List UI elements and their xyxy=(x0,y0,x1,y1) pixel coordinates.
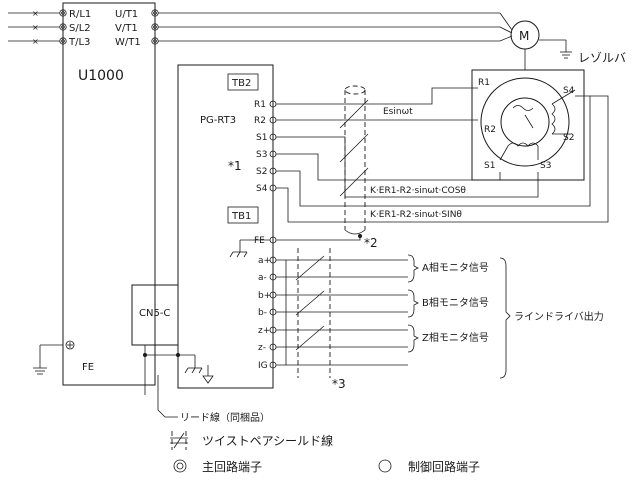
control-terminal-legend-icon xyxy=(378,459,392,473)
ig-ground-icon xyxy=(202,375,214,384)
motor-lines xyxy=(158,12,513,42)
monitor-cable-shield xyxy=(297,248,331,378)
shield-bottom xyxy=(344,229,366,235)
shield-top xyxy=(344,85,366,95)
input-s-label: S/L2 xyxy=(69,23,91,34)
resolver-s4: S4 xyxy=(563,86,575,96)
input-r-label: R/L1 xyxy=(69,9,91,20)
output-v-label: V/T1 xyxy=(115,23,138,34)
resolver-twist-marks xyxy=(339,99,369,197)
tb1-box xyxy=(227,206,259,224)
terminal-r2: R2 xyxy=(254,116,266,126)
option-card-name: PG-RT3 xyxy=(200,115,236,126)
monitor-wires xyxy=(276,259,408,366)
monitor-brackets xyxy=(407,254,511,379)
option-ground-icon xyxy=(184,355,203,374)
note3-marker: *3 xyxy=(332,377,346,391)
monitor-twist-marks xyxy=(295,255,325,351)
sin-signal: K·ER1-R2·sinωt·SINθ xyxy=(370,210,462,220)
tb2-box xyxy=(227,73,259,91)
tb2-label: TB2 xyxy=(231,78,251,89)
resolver-signal-wires xyxy=(276,87,609,223)
legend-main-terminal: 主回路端子 xyxy=(202,459,262,474)
line-driver-label: ラインドライバ出力 xyxy=(514,310,604,323)
terminal-z-minus: z- xyxy=(258,343,266,353)
twisted-pair-icon xyxy=(170,431,188,450)
resolver-s3: S3 xyxy=(540,161,551,171)
terminal-a-plus: a+ xyxy=(258,256,271,266)
svg-text:×: × xyxy=(32,37,39,46)
motor-ground-icon xyxy=(539,39,572,59)
terminal-s1: S1 xyxy=(256,133,267,143)
terminal-b-minus: b- xyxy=(258,308,267,318)
motor-label: M xyxy=(519,29,529,43)
resolver-s2: S2 xyxy=(563,133,574,143)
fe-shield-line xyxy=(276,236,361,241)
resolver-body xyxy=(471,69,585,181)
power-input-lines: × × × xyxy=(8,9,60,46)
cn5c-label: CN5-C xyxy=(139,308,170,319)
resolver-r1: R1 xyxy=(478,78,490,88)
terminal-b-plus: b+ xyxy=(258,291,271,301)
inverter-box xyxy=(62,2,156,386)
inverter-fe-label: FE xyxy=(82,362,94,373)
note1-marker: *1 xyxy=(228,159,242,173)
main-terminal-legend-icon xyxy=(173,459,187,473)
output-w-label: W/T1 xyxy=(115,37,141,48)
output-u-label: U/T1 xyxy=(115,9,138,20)
tb1-terminals: FE a+ a- b+ b- z+ z- IG xyxy=(254,236,277,371)
inverter-model: U1000 xyxy=(78,68,124,84)
a-phase-label: A相モニタ信号 xyxy=(422,261,489,274)
tb1-label: TB1 xyxy=(231,211,251,222)
card-fe-ground-icon xyxy=(229,239,270,258)
lead-wire-callout xyxy=(157,375,178,418)
option-card-box xyxy=(177,64,274,389)
main-terminal-inputs xyxy=(59,9,67,45)
resolver-cable-shield xyxy=(344,90,366,230)
svg-text:×: × xyxy=(32,9,39,18)
note2-marker: *2 xyxy=(364,236,378,250)
main-terminal-outputs xyxy=(151,9,159,45)
legend-control-terminal: 制御回路端子 xyxy=(408,459,480,474)
terminal-fe: FE xyxy=(254,236,265,246)
terminal-s3: S3 xyxy=(256,150,267,160)
terminal-s2: S2 xyxy=(256,167,267,177)
svg-text:×: × xyxy=(32,23,39,32)
terminal-ig: IG xyxy=(258,361,268,371)
terminal-s4: S4 xyxy=(256,184,268,194)
terminal-a-minus: a- xyxy=(258,273,267,283)
cos-signal: K·ER1-R2·sinωt·COSθ xyxy=(370,186,466,196)
b-phase-label: B相モニタ信号 xyxy=(422,296,489,309)
resolver-r2: R2 xyxy=(484,125,496,135)
legend-twisted-pair: ツイストペアシールド線 xyxy=(202,433,333,448)
excitation-signal: Esinωt xyxy=(383,107,413,117)
terminal-r1: R1 xyxy=(254,100,266,110)
terminal-z-plus: z+ xyxy=(258,326,270,336)
z-phase-label: Z相モニタ信号 xyxy=(422,331,489,344)
input-t-label: T/L3 xyxy=(68,37,90,48)
resolver-s1: S1 xyxy=(484,161,495,171)
lead-wire-text: リード線（同梱品） xyxy=(180,411,270,424)
inverter-ground-icon xyxy=(33,340,75,375)
resolver-label: レゾルバ xyxy=(578,51,626,65)
